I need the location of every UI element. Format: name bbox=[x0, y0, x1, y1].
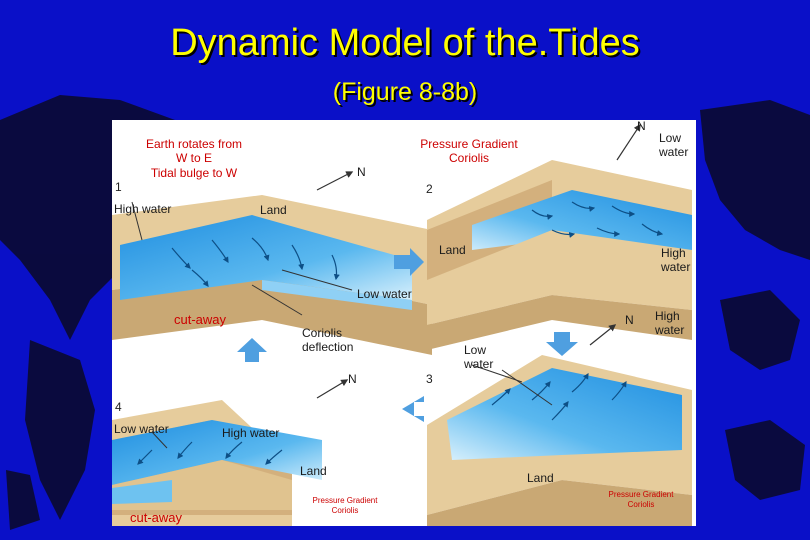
high-water-label-1: High water bbox=[114, 202, 172, 216]
page-title: Dynamic Model of the.Tides bbox=[170, 22, 640, 64]
low-water-label-3: Low water bbox=[464, 343, 494, 372]
annotation-line: Pressure Gradient bbox=[608, 490, 674, 499]
page-subtitle: (Figure 8-8b) bbox=[332, 78, 478, 106]
annotation-earth-rotates: Earth rotates from W to E Tidal bulge to… bbox=[124, 137, 264, 180]
land-label-4: Land bbox=[300, 464, 327, 478]
annotation-pressure-gradient-bottom-middle: Pressure Gradient Coriolis bbox=[300, 496, 390, 515]
label-line: Coriolis bbox=[302, 326, 343, 340]
label-line: water bbox=[655, 322, 685, 337]
north-label-3: N bbox=[625, 313, 634, 327]
annotation-line: Pressure Gradient bbox=[420, 137, 518, 151]
label-line: water bbox=[661, 259, 691, 274]
annotation-line: Coriolis bbox=[627, 499, 655, 509]
annotation-pressure-gradient-bottom-right: Pressure Gradient Coriolis bbox=[596, 490, 686, 509]
annotation-line: Coriolis bbox=[331, 505, 359, 515]
north-label-1: N bbox=[357, 165, 366, 179]
high-water-label-4: High water bbox=[222, 426, 280, 440]
annotation-line: Tidal bulge to W bbox=[150, 165, 238, 180]
annotation-line: Earth rotates from bbox=[145, 137, 243, 151]
land-label-3: Land bbox=[527, 471, 554, 485]
annotation-cutaway-1: cut-away bbox=[174, 312, 227, 327]
label-line: High bbox=[661, 246, 686, 260]
land-label-1: Land bbox=[260, 203, 287, 217]
north-label-4: N bbox=[348, 372, 357, 386]
land-label-2: Land bbox=[439, 243, 466, 257]
annotation-line: W to E bbox=[175, 151, 212, 166]
low-water-label-2: Low water bbox=[659, 131, 689, 160]
label-line: High bbox=[655, 309, 680, 323]
annotation-line: Coriolis bbox=[448, 151, 489, 166]
annotation-pressure-gradient-top: Pressure Gradient Coriolis bbox=[404, 137, 534, 166]
panel-number-1: 1 bbox=[115, 180, 122, 194]
high-water-label-2: High water bbox=[661, 246, 691, 275]
block-panel-1 bbox=[112, 195, 432, 355]
low-water-label-4: Low water bbox=[114, 422, 169, 436]
high-water-label-3: High water bbox=[655, 309, 685, 338]
panel-number-2: 2 bbox=[426, 182, 433, 196]
block-panel-3 bbox=[427, 355, 692, 526]
annotation-cutaway-4: cut-away bbox=[130, 510, 183, 525]
label-line: Low bbox=[464, 343, 487, 357]
north-label-2: N bbox=[637, 120, 646, 133]
tide-diagram bbox=[112, 123, 692, 526]
annotation-line: Pressure Gradient bbox=[312, 496, 378, 505]
coriolis-deflection-label: Coriolis deflection bbox=[302, 326, 354, 355]
tide-figure: Earth rotates from W to E Tidal bulge to… bbox=[112, 120, 696, 526]
label-line: water bbox=[659, 144, 689, 159]
label-line: water bbox=[464, 356, 494, 371]
block-panel-4 bbox=[112, 400, 322, 526]
pointer-lines bbox=[131, 201, 553, 449]
panel-number-4: 4 bbox=[115, 400, 122, 414]
label-line: deflection bbox=[302, 339, 354, 354]
panel-number-3: 3 bbox=[426, 372, 433, 386]
label-line: Low bbox=[659, 131, 682, 145]
sequence-arrows bbox=[237, 248, 578, 422]
low-water-label-1: Low water bbox=[357, 287, 412, 301]
north-arrows bbox=[316, 123, 641, 399]
block-panel-2 bbox=[427, 160, 692, 350]
